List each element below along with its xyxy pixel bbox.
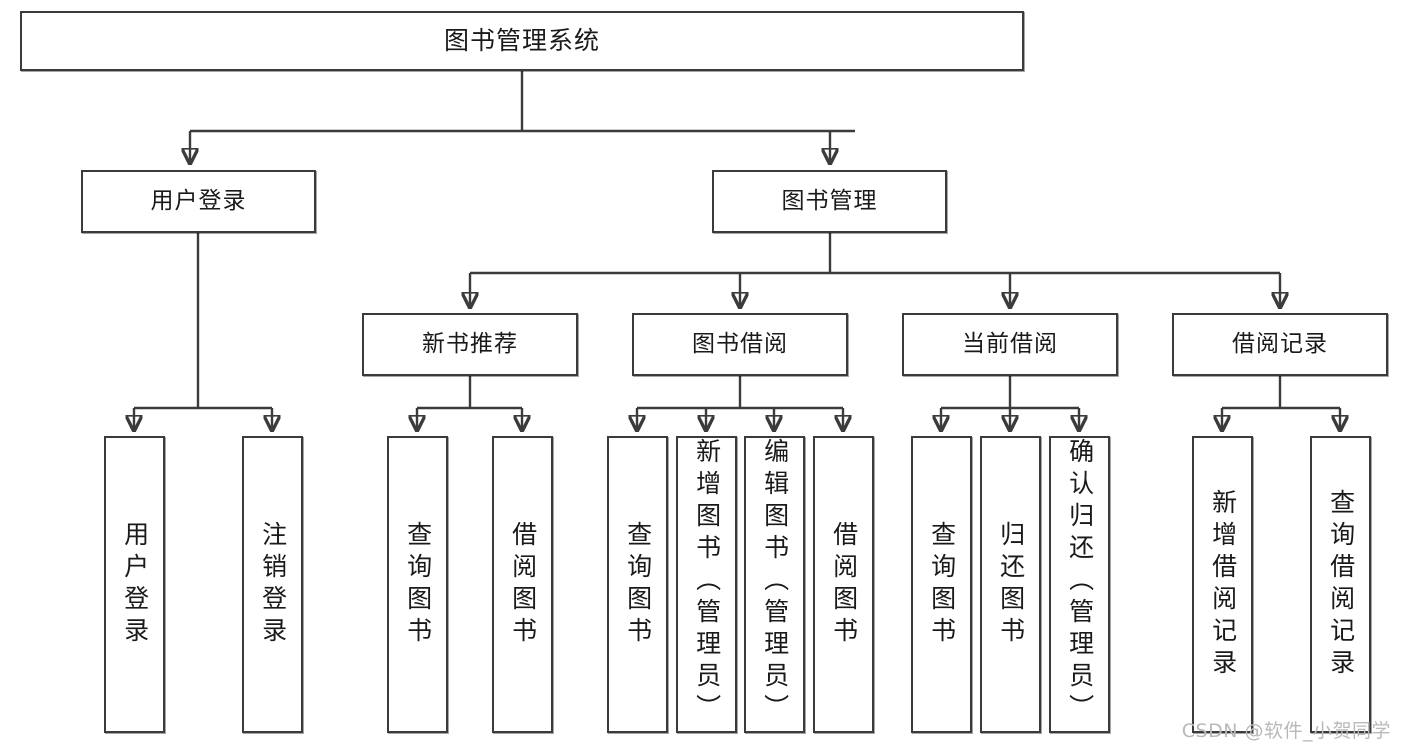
leaf-return-book[interactable]: 归还图书	[980, 436, 1041, 733]
node-label: 借阅图书	[508, 520, 538, 649]
node-label: 图书管理系统	[443, 25, 600, 55]
leaf-query-book-2[interactable]: 查询图书	[607, 436, 668, 733]
leaf-confirm-return[interactable]: 确认归还（管理员）	[1049, 436, 1110, 733]
node-book-manage[interactable]: 图书管理	[712, 170, 947, 233]
node-label: 图书借阅	[692, 331, 788, 358]
leaf-query-book-3[interactable]: 查询图书	[911, 436, 972, 733]
node-label: 查询图书	[403, 520, 433, 649]
node-label: 查询图书	[927, 520, 957, 649]
leaf-edit-book[interactable]: 编辑图书（管理员）	[744, 436, 805, 733]
node-label: 用户登录	[120, 520, 150, 649]
leaf-add-record[interactable]: 新增借阅记录	[1192, 436, 1253, 733]
leaf-add-book[interactable]: 新增图书（管理员）	[676, 436, 737, 733]
leaf-user-login[interactable]: 用户登录	[104, 436, 165, 733]
leaf-borrow-book-1[interactable]: 借阅图书	[492, 436, 553, 733]
node-label: 注销登录	[258, 520, 288, 649]
node-label: 新增图书（管理员）	[692, 438, 722, 726]
leaf-query-record[interactable]: 查询借阅记录	[1310, 436, 1371, 733]
node-label: 用户登录	[150, 188, 247, 215]
node-borrow-record[interactable]: 借阅记录	[1172, 313, 1388, 376]
leaf-logout-login[interactable]: 注销登录	[242, 436, 303, 733]
node-label: 查询图书	[623, 520, 653, 649]
node-label: 新书推荐	[422, 331, 518, 358]
node-label: 查询借阅记录	[1326, 488, 1356, 681]
csdn-watermark: CSDN @软件_小贺同学	[1181, 720, 1391, 742]
node-book-borrow[interactable]: 图书借阅	[632, 313, 848, 376]
node-root-system[interactable]: 图书管理系统	[20, 11, 1024, 71]
node-label: 确认归还（管理员）	[1065, 438, 1095, 726]
node-label: 当前借阅	[962, 331, 1058, 358]
node-current-borrow[interactable]: 当前借阅	[902, 313, 1118, 376]
node-label: 借阅记录	[1232, 331, 1328, 358]
leaf-query-book-1[interactable]: 查询图书	[387, 436, 448, 733]
leaf-borrow-book-2[interactable]: 借阅图书	[813, 436, 874, 733]
node-label: 编辑图书（管理员）	[760, 438, 790, 726]
node-label: 图书管理	[781, 188, 878, 215]
node-label: 归还图书	[996, 520, 1026, 649]
node-label: 新增借阅记录	[1208, 488, 1238, 681]
node-user-login[interactable]: 用户登录	[81, 170, 316, 233]
node-new-book-recommend[interactable]: 新书推荐	[362, 313, 578, 376]
node-label: 借阅图书	[829, 520, 859, 649]
